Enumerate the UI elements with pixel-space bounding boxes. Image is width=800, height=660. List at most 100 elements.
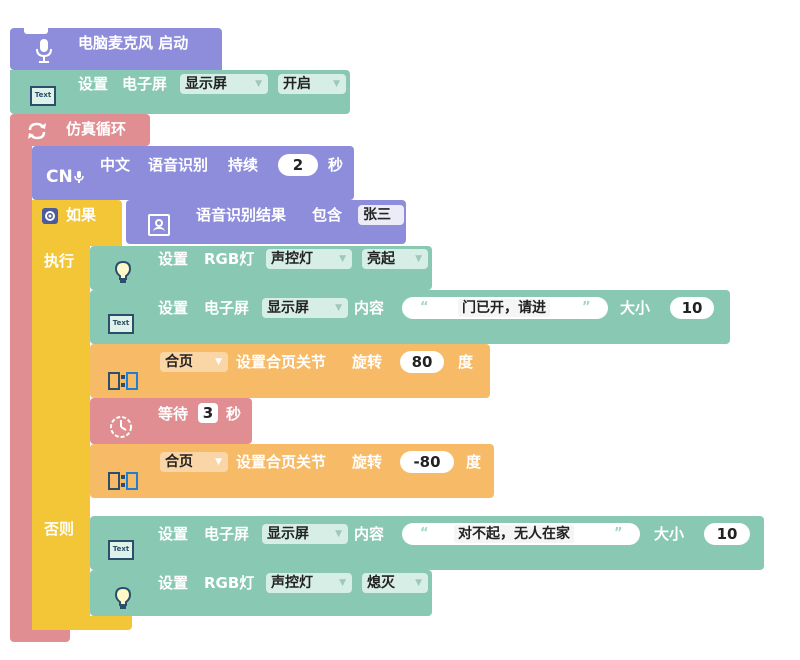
wait-block[interactable]: 等待 3 秒 [90,398,252,444]
degree-label: 度 [466,453,482,471]
screen-content-block-2[interactable]: Text 设置 电子屏 显示屏▼ 内容 “ 对不起，无人在家 ” 大小 10 [90,516,764,570]
hinge-icon [108,472,138,490]
rotate-label: 旋转 [352,353,383,371]
microphone-icon [36,39,52,63]
display-dropdown[interactable]: 显示屏 ▼ [180,74,268,94]
rgb-state-dropdown-value: 熄灭 [367,575,395,591]
text-screen-icon: Text [108,540,134,560]
chevron-down-icon: ▼ [415,578,422,588]
display-dropdown-value: 显示屏 [267,526,309,542]
loop-icon [28,122,46,140]
chevron-down-icon: ▼ [215,357,222,367]
degree-label: 度 [458,353,474,371]
rgb-state-dropdown[interactable]: 亮起▼ [362,249,428,269]
set-label: 设置 [158,574,189,592]
rgb-light-dropdown[interactable]: 声控灯 ▼ [266,249,352,269]
open-quote-icon: “ [420,526,429,541]
hinge-dropdown[interactable]: 合页 ▼ [160,452,228,472]
display-dropdown[interactable]: 显示屏 ▼ [262,524,348,544]
hinge-dropdown[interactable]: 合页 ▼ [160,352,228,372]
angle-input[interactable]: 80 [400,351,444,373]
device-label: 电子屏 [204,525,250,543]
chevron-down-icon: ▼ [339,578,346,588]
language-badge-icon: CN [46,167,73,187]
rotate-label: 旋转 [352,453,383,471]
speech-result-contains-block[interactable]: 语音识别结果 包含 张三 [126,200,406,244]
rgb-state-dropdown-value: 亮起 [367,251,395,267]
name-text-input[interactable]: 张三 [358,205,404,225]
speech-mode-label: 持续 [228,156,259,174]
microphone-icon [74,171,84,183]
message-text-input[interactable]: “ 对不起，无人在家 ” [402,523,640,545]
device-label: 电子屏 [122,75,168,93]
lightbulb-icon [114,586,132,609]
set-hinge-label: 设置合页关节 [236,453,327,471]
name-text-value: 张三 [363,207,391,223]
set-label: 设置 [78,75,109,93]
message-text-input[interactable]: “ 门已开，请进 ” [402,297,608,319]
chevron-down-icon: ▼ [335,529,342,539]
do-label: 执行 [44,252,75,270]
if-label: 如果 [66,206,97,224]
mic-start-block[interactable]: 电脑麦克风 启动 [10,28,222,70]
chevron-down-icon: ▼ [255,79,262,89]
chevron-down-icon: ▼ [339,254,346,264]
size-label: 大小 [620,299,651,317]
size-label: 大小 [654,525,685,543]
screen-content-block-1[interactable]: Text 设置 电子屏 显示屏▼ 内容 “ 门已开，请进 ” 大小 10 [90,290,730,344]
sim-loop-block[interactable]: 仿真循环 [10,114,150,146]
device-label: 电子屏 [204,299,250,317]
speech-unit-label: 秒 [328,156,344,174]
content-label: 内容 [354,299,385,317]
wait-unit-label: 秒 [226,405,242,423]
hinge-joint-block-1[interactable]: 合页 ▼ 设置合页关节 旋转 80 度 [90,344,490,398]
speech-result-label: 语音识别结果 [196,206,287,224]
open-quote-icon: “ [420,300,429,315]
state-dropdown-value: 开启 [283,76,311,92]
rgb-off-block[interactable]: 设置 RGB灯 声控灯▼ 熄灭▼ [90,570,432,616]
wait-label: 等待 [158,405,189,423]
text-screen-icon: Text [108,314,134,334]
set-label: 设置 [158,525,189,543]
speech-seconds-input[interactable]: 2 [278,154,318,176]
hinge-dropdown-value: 合页 [165,354,193,370]
hinge-joint-block-2[interactable]: 合页 ▼ 设置合页关节 旋转 -80 度 [90,444,494,498]
rgb-light-dropdown-value: 声控灯 [271,575,313,591]
lightbulb-icon [114,260,132,283]
display-dropdown-value: 显示屏 [185,76,227,92]
chevron-down-icon: ▼ [333,79,340,89]
state-dropdown[interactable]: 开启 ▼ [278,74,346,94]
rgb-light-dropdown[interactable]: 声控灯 ▼ [266,573,352,593]
hinge-icon [108,372,138,390]
sim-loop-rail [10,146,32,636]
rgb-light-dropdown-value: 声控灯 [271,251,313,267]
hinge-dropdown-value: 合页 [165,454,193,470]
face-recognition-icon [148,214,170,236]
block-notch [24,28,48,34]
wait-seconds-input[interactable]: 3 [198,403,218,423]
mic-start-label: 电脑麦克风 启动 [78,34,189,52]
rgb-on-block[interactable]: 设置 RGB灯 声控灯▼ 亮起▼ [90,246,432,290]
contains-label: 包含 [312,206,343,224]
size-input[interactable]: 10 [670,297,714,319]
set-label: 设置 [158,299,189,317]
chevron-down-icon: ▼ [215,457,222,467]
timer-icon [110,416,132,438]
size-input[interactable]: 10 [704,523,750,545]
gear-icon[interactable] [42,208,58,224]
speech-recognition-block[interactable]: CN 中文 语音识别 持续 2 秒 [32,146,354,200]
display-dropdown-value: 显示屏 [267,300,309,316]
sim-loop-footer [10,628,70,642]
message-text-value: 对不起，无人在家 [454,525,574,543]
rgb-device-label: RGB灯 [204,250,255,268]
speech-label: 语音识别 [148,156,209,174]
angle-input[interactable]: -80 [400,451,454,473]
rgb-state-dropdown[interactable]: 熄灭 ▼ [362,573,428,593]
else-label: 否则 [44,520,75,538]
if-else-rail [32,246,90,630]
screen-on-block[interactable]: Text 设置 电子屏 显示屏▼ 开启▼ [10,70,350,114]
close-quote-icon: ” [614,526,623,541]
if-else-footer [32,616,132,630]
display-dropdown[interactable]: 显示屏▼ [262,298,348,318]
set-hinge-label: 设置合页关节 [236,353,327,371]
